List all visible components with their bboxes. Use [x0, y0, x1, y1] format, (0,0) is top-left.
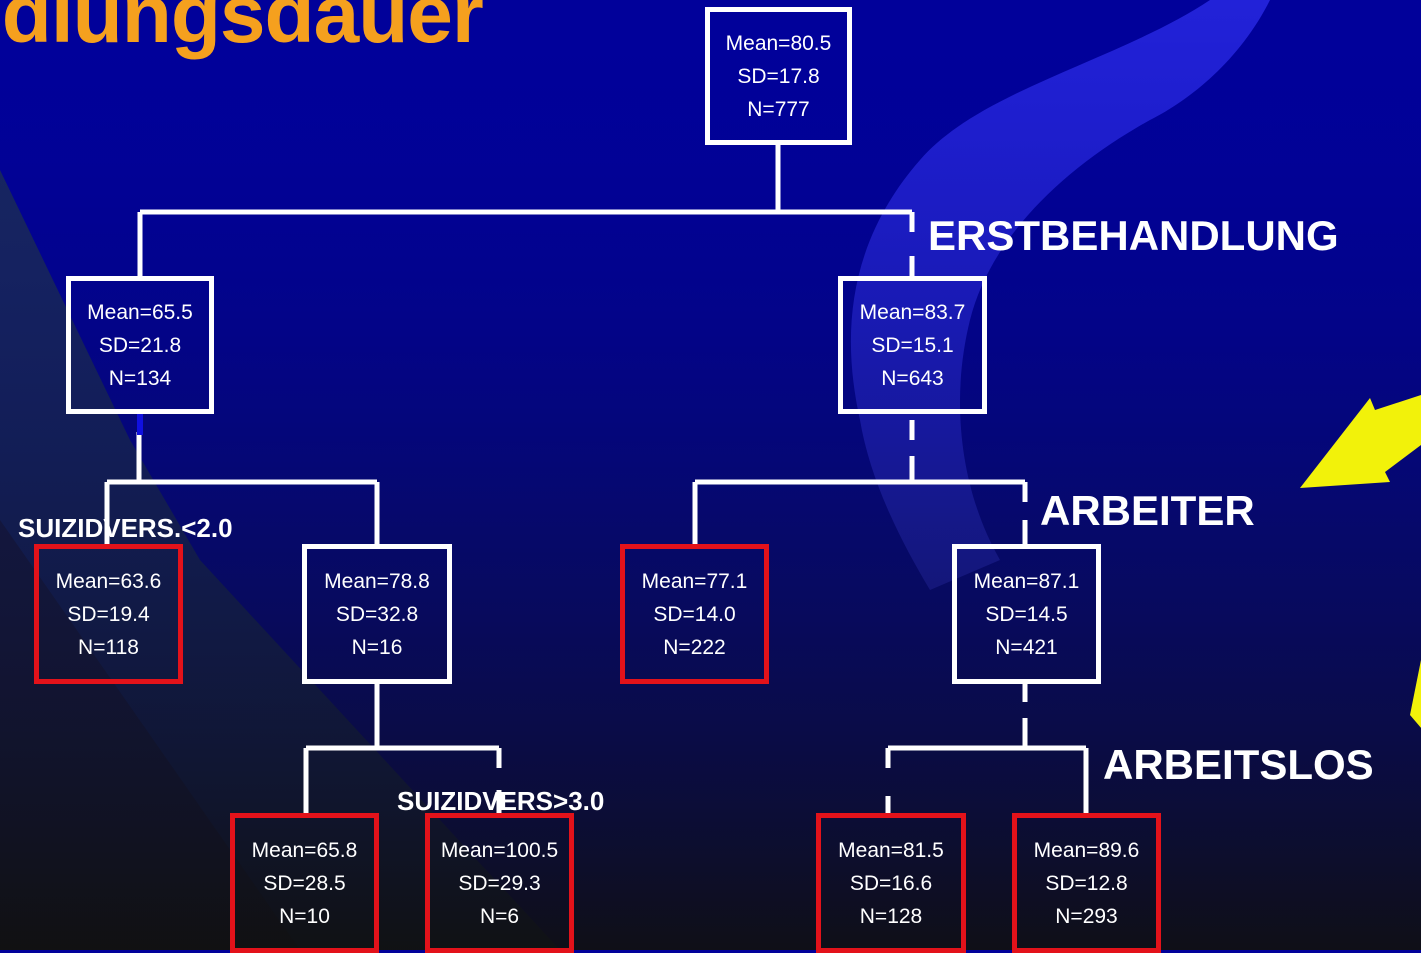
node-n: N=777: [747, 97, 810, 121]
node-left: Mean=65.5 SD=21.8 N=134: [66, 276, 214, 414]
split-label-suizid-lt: SUIZIDVERS.<2.0: [18, 513, 233, 543]
node-n: N=118: [78, 635, 139, 659]
node-internal: Mean=87.1 SD=14.5 N=421: [952, 544, 1101, 684]
node-sd: SD=17.8: [737, 64, 820, 88]
split-label-arbeitslos: ARBEITSLOS: [1103, 741, 1374, 788]
node-sd: SD=14.0: [653, 602, 736, 626]
node-mean: Mean=87.1: [973, 569, 1080, 593]
node-sd: SD=19.4: [67, 602, 150, 626]
leaf-node: Mean=89.6 SD=12.8 N=293: [1012, 813, 1161, 953]
node-n: N=134: [108, 366, 172, 390]
split-label-suizid-gt: SUIZIDVERS>3.0: [397, 786, 605, 816]
node-internal: Mean=78.8 SD=32.8 N=16: [302, 544, 452, 684]
leaf-node: Mean=81.5 SD=16.6 N=128: [816, 813, 966, 953]
node-n: N=6: [479, 904, 520, 928]
node-n: N=222: [663, 635, 726, 659]
node-mean: Mean=63.6: [55, 569, 162, 593]
split-label-erstbehandlung: ERSTBEHANDLUNG: [928, 212, 1339, 259]
node-mean: Mean=65.8: [251, 838, 358, 862]
yellow-arrow-upper: [1300, 395, 1421, 488]
node-n: N=643: [881, 366, 944, 390]
yellow-arrow-lower: [1410, 660, 1421, 728]
node-root: Mean=80.5 SD=17.8 N=777: [705, 7, 852, 145]
node-mean: Mean=81.5: [838, 838, 944, 862]
node-right: Mean=83.7 SD=15.1 N=643: [838, 276, 987, 414]
node-n: N=293: [1055, 904, 1118, 928]
split-label-arbeiter: ARBEITER: [1040, 487, 1255, 534]
node-sd: SD=15.1: [871, 333, 954, 357]
leaf-node: Mean=100.5 SD=29.3 N=6: [425, 813, 574, 953]
page-title: idlungsdauer: [0, 0, 484, 60]
node-n: N=16: [351, 635, 403, 659]
node-sd: SD=28.5: [263, 871, 346, 895]
node-sd: SD=21.8: [98, 333, 182, 357]
node-sd: SD=29.3: [458, 871, 541, 895]
node-mean: Mean=77.1: [641, 569, 748, 593]
node-mean: Mean=83.7: [859, 300, 966, 324]
node-sd: SD=16.6: [849, 871, 933, 895]
leaf-node: Mean=77.1 SD=14.0 N=222: [620, 544, 769, 684]
leaf-node: Mean=65.8 SD=28.5 N=10: [230, 813, 379, 953]
node-n: N=10: [279, 904, 330, 928]
node-mean: Mean=100.5: [440, 838, 559, 862]
node-mean: Mean=89.6: [1033, 838, 1140, 862]
node-sd: SD=14.5: [985, 602, 1068, 626]
node-n: N=421: [995, 635, 1058, 659]
leaf-node: Mean=63.6 SD=19.4 N=118: [34, 544, 183, 684]
node-sd: SD=12.8: [1045, 871, 1128, 895]
node-sd: SD=32.8: [335, 602, 419, 626]
node-n: N=128: [859, 904, 923, 928]
node-mean: Mean=80.5: [725, 31, 832, 55]
node-mean: Mean=78.8: [324, 569, 430, 593]
node-mean: Mean=65.5: [87, 300, 193, 324]
